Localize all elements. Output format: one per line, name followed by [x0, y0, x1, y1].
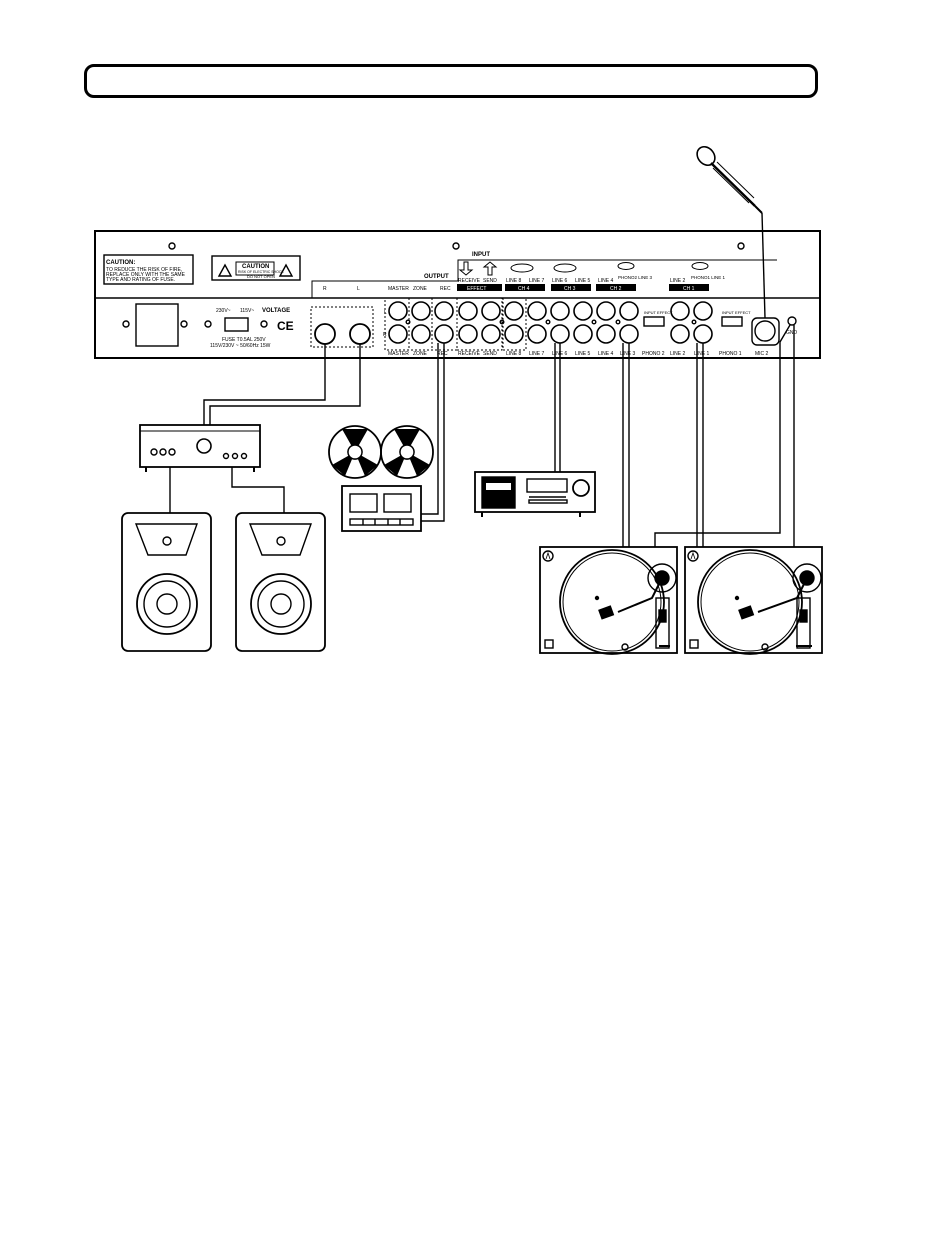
turntable-left-icon	[539, 546, 678, 655]
bottom-line3-label: LINE 3	[620, 351, 636, 357]
output-zone-label: ZONE	[413, 286, 428, 292]
line6-label: LINE 6	[552, 278, 568, 284]
fuse-line2: 115V/230V ~ 50/60Hz 15W	[210, 343, 271, 349]
line7-label: LINE 7	[529, 278, 545, 284]
voltage-230: 230V~	[216, 308, 231, 314]
receive-label: RECEIVE	[458, 278, 481, 284]
bottom-master-label: MASTER	[388, 351, 409, 357]
fuse-line1: FUSE T0.5AL 250V	[222, 337, 266, 343]
receive-arrow-icon	[458, 261, 474, 276]
bottom-phono2-label: PHONO 2	[642, 351, 665, 357]
caution1-line3: TYPE AND RATING OF FUSE.	[106, 277, 175, 283]
line8-label: LINE 8	[506, 278, 522, 284]
amplifier-icon	[139, 424, 261, 472]
input-effect-label-1: INPUT EFFECT	[722, 310, 751, 315]
cd-icon	[553, 263, 577, 273]
caution2-line1: RISK OF ELECTRIC SHOCK	[238, 270, 284, 274]
bottom-receive-label: RECEIVE	[458, 351, 481, 357]
bottom-mic2-label: MIC 2	[755, 351, 769, 357]
bottom-zone-label: ZONE	[413, 351, 428, 357]
voltage-label: VOLTAGE	[262, 308, 290, 314]
bottom-phono1-label: PHONO 1	[719, 351, 742, 357]
output-label: OUTPUT	[424, 274, 449, 280]
line4-label: LINE 4	[598, 278, 614, 284]
gnd-label: GND	[786, 330, 798, 336]
panel-text: CAUTION: TO REDUCE THE RISK OF FIRE, REP…	[106, 252, 798, 357]
bottom-line1-label: LINE 1	[694, 351, 710, 357]
send-arrow-icon	[482, 261, 498, 276]
bottom-line5-label: LINE 5	[575, 351, 591, 357]
ch4-bar-label: CH 4	[518, 286, 530, 292]
tape-recorder-icon	[328, 425, 434, 532]
caution-label-shock	[211, 255, 301, 281]
bottom-line8-label: LINE 8	[506, 351, 522, 357]
caution1-line2: REPLACE ONLY WITH THE SAME	[106, 272, 186, 278]
send-label: SEND	[483, 278, 497, 284]
bottom-line4-label: LINE 4	[598, 351, 614, 357]
cd-icon	[510, 263, 534, 273]
side-r-label: R	[383, 332, 387, 338]
ch3-bar-label: CH 3	[564, 286, 576, 292]
input-effect-label-2: INPUT EFFECT	[644, 310, 673, 315]
record-icon	[691, 262, 709, 270]
input-label: INPUT	[472, 252, 490, 258]
power-socket	[135, 303, 179, 347]
cables	[169, 324, 795, 547]
ch1-bar-label: CH 1	[683, 286, 695, 292]
cd-player-icon	[474, 471, 596, 517]
side-l-label: L	[384, 310, 387, 316]
bottom-line2-label: LINE 2	[670, 351, 686, 357]
output-r-label: R	[323, 286, 327, 292]
phono1-line1-label: PHONO1 LINE 1	[691, 275, 726, 280]
bottom-line7-label: LINE 7	[529, 351, 545, 357]
voltage-115: 115V~	[240, 308, 254, 314]
phono2-line3-label: PHONO2 LINE 3	[618, 275, 653, 280]
bottom-rec-label: REC	[437, 351, 448, 357]
line5-label: LINE 5	[575, 278, 591, 284]
output-rec-label: REC	[440, 286, 451, 292]
caution2-line2: DO NOT OPEN	[247, 274, 275, 279]
voltage-selector	[224, 317, 249, 332]
turntable-right-icon	[684, 546, 823, 655]
output-master-label: MASTER	[388, 286, 409, 292]
speaker-right-icon	[235, 512, 326, 652]
ce-mark: CE	[277, 319, 294, 333]
caution-label-fuse	[103, 254, 194, 285]
bottom-send-label: SEND	[483, 351, 497, 357]
ch2-bar-label: CH 2	[610, 286, 622, 292]
title-box	[84, 64, 818, 98]
caution1-heading: CAUTION:	[106, 260, 135, 266]
line2-label: LINE 2	[670, 278, 686, 284]
bottom-line6-label: LINE 6	[552, 351, 568, 357]
caution1-line1: TO REDUCE THE RISK OF FIRE,	[106, 267, 182, 273]
effect-bar-label: EFFECT	[467, 286, 486, 292]
output-l-label: L	[357, 286, 360, 292]
jack-sockets	[310, 297, 797, 351]
speaker-left-icon	[121, 512, 212, 652]
caution2-heading: CAUTION	[242, 264, 269, 270]
record-icon	[617, 262, 635, 270]
microphone-icon	[696, 145, 766, 319]
